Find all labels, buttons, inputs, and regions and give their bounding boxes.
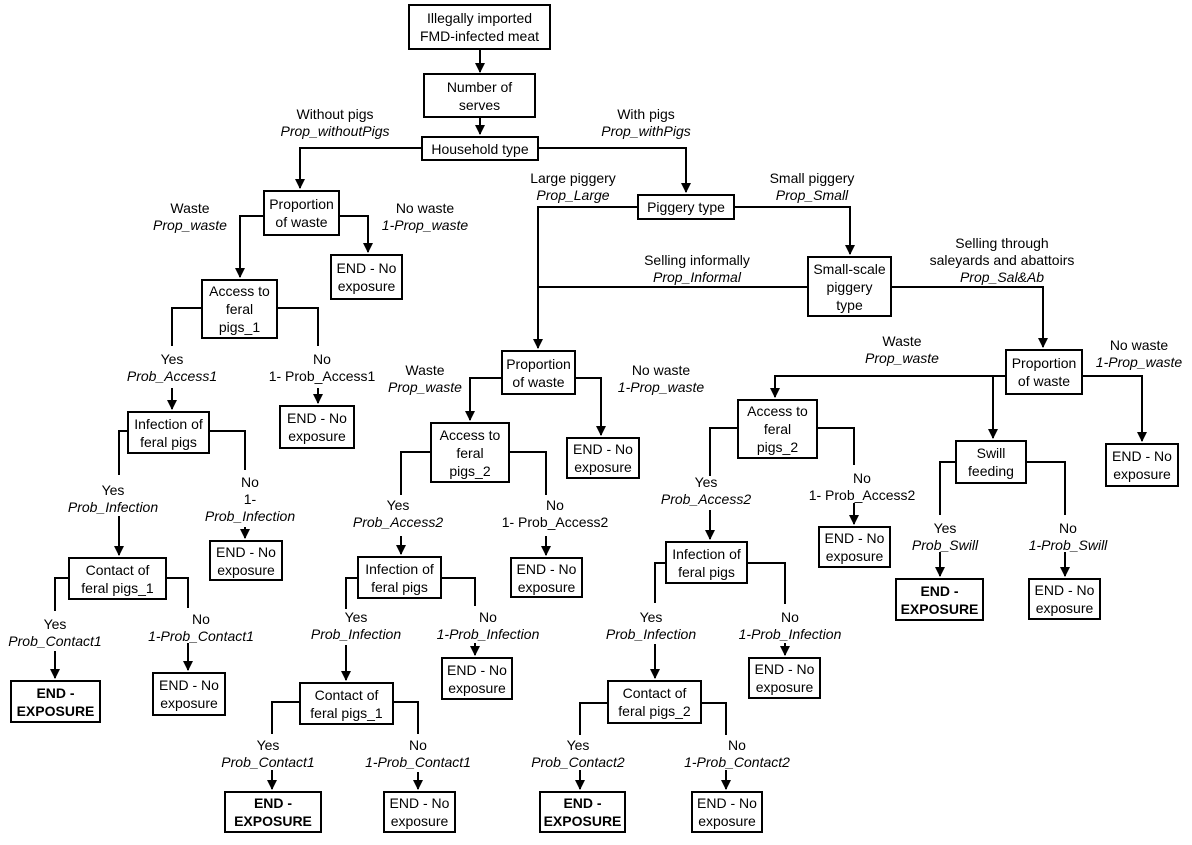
end-exposure-node: END -EXPOSURE	[539, 791, 626, 833]
edge	[1027, 461, 1066, 515]
household-type-node: Household type	[421, 136, 539, 161]
edge	[394, 701, 419, 734]
edge	[271, 701, 299, 734]
edge	[465, 377, 501, 421]
end-exposure-node: END -EXPOSURE	[895, 578, 984, 621]
edge	[278, 307, 319, 346]
edge	[939, 461, 955, 515]
edge	[748, 562, 786, 604]
edge	[235, 215, 268, 278]
edge	[654, 562, 665, 603]
edge	[533, 206, 637, 349]
end-exposure-node: END -EXPOSURE	[224, 791, 322, 833]
edge	[510, 451, 547, 495]
edge	[118, 430, 128, 475]
edge	[579, 702, 607, 735]
edge	[709, 427, 737, 476]
end-exposure-node: END -EXPOSURE	[10, 680, 101, 723]
edge	[735, 206, 855, 255]
edge	[295, 147, 421, 189]
edge	[345, 577, 357, 609]
edge	[330, 215, 373, 253]
edge	[576, 377, 606, 436]
piggery-type-node: Piggery type	[637, 194, 735, 220]
edge	[400, 451, 430, 495]
edge	[702, 702, 727, 735]
edge	[1083, 375, 1147, 442]
edge	[210, 430, 246, 470]
edge	[171, 307, 201, 346]
edge	[442, 577, 476, 606]
edge	[539, 147, 691, 193]
edge	[892, 286, 1048, 348]
edge	[818, 427, 855, 465]
edge	[167, 577, 189, 608]
edge	[770, 375, 1005, 398]
edge	[54, 577, 68, 611]
